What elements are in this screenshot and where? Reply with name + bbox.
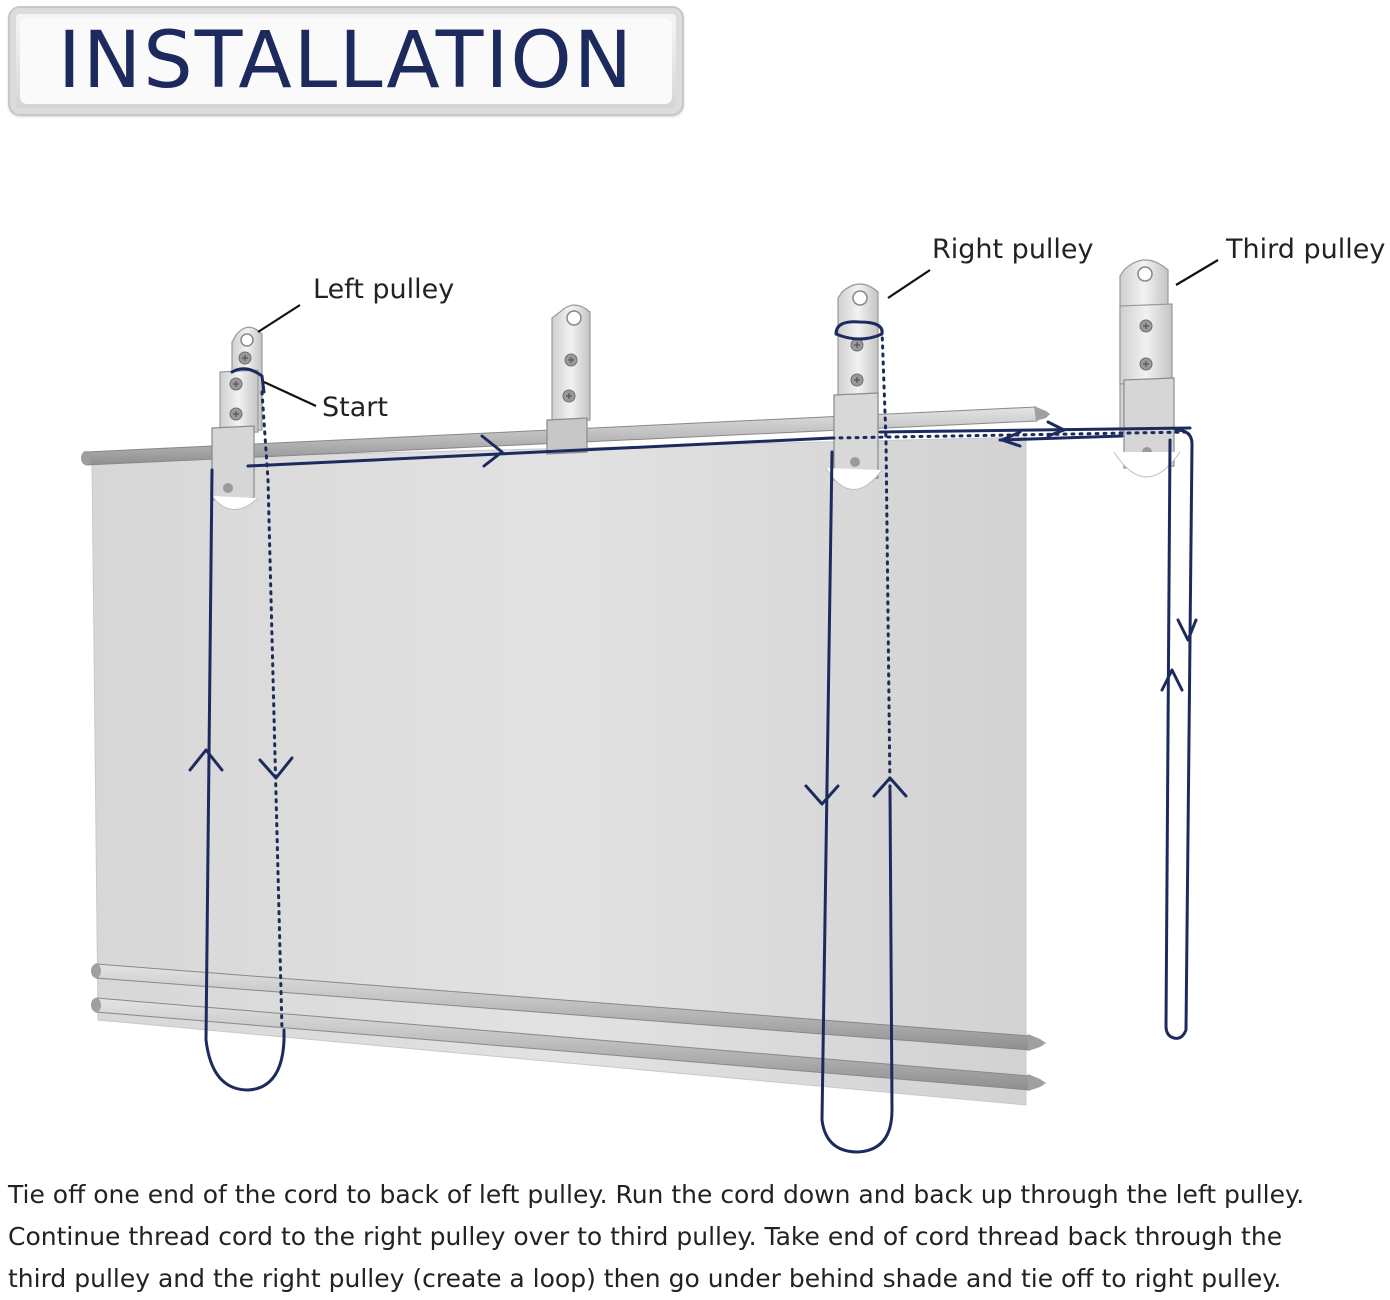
leader-lines	[257, 259, 1219, 407]
cord-right-back	[880, 328, 892, 792]
label-start: Start	[322, 392, 388, 423]
cord-start-knot	[230, 367, 266, 394]
left-pulley-bracket	[211, 326, 263, 510]
cord-top-run-2	[878, 426, 1192, 434]
title-banner-inner	[20, 18, 672, 104]
arrow-left-down	[258, 756, 294, 780]
instruction-line-2: Continue thread cord to the right pulley…	[8, 1222, 1283, 1251]
leader-start	[263, 381, 317, 407]
bottom-rod-1	[91, 963, 1046, 1051]
middle-bracket	[546, 304, 591, 455]
arrow-rail-right	[1046, 420, 1066, 438]
arrow-third-up	[1160, 668, 1184, 692]
leader-left-pulley	[257, 304, 301, 333]
label-right-pulley: Right pulley	[932, 234, 1094, 265]
instruction-line-3: third pulley and the right pulley (creat…	[8, 1264, 1282, 1293]
leader-right-pulley	[887, 269, 931, 299]
cord-arrows	[188, 420, 1198, 806]
instruction-line-1: Tie off one end of the cord to back of l…	[8, 1180, 1305, 1209]
cord-top-run	[246, 436, 834, 468]
arrow-third-down	[1176, 618, 1198, 642]
instructions-text: Tie off one end of the cord to back of l…	[8, 1174, 1386, 1300]
right-pulley-bracket	[825, 283, 883, 490]
arrow-rail-left	[1000, 430, 1022, 448]
arrow-right-down	[804, 784, 840, 806]
cord-right-top-loop	[834, 320, 884, 341]
page-title: INSTALLATION	[57, 16, 635, 106]
cord-right-front	[820, 450, 894, 1154]
arrow-left-up	[188, 748, 224, 772]
arrow-right-up	[872, 776, 908, 798]
label-third-pulley: Third pulley	[1225, 234, 1385, 265]
arrow-top-right	[480, 434, 504, 468]
title-banner: INSTALLATION	[8, 6, 684, 116]
third-pulley-bracket	[1113, 259, 1181, 478]
cord-left-front	[204, 468, 286, 1092]
cord-top-return	[998, 434, 1124, 442]
cord-third-loop	[1164, 428, 1194, 1040]
leader-third-pulley	[1175, 259, 1219, 286]
bottom-rod-2	[91, 997, 1046, 1091]
cord-left-back	[260, 390, 284, 1032]
label-left-pulley: Left pulley	[313, 274, 454, 305]
